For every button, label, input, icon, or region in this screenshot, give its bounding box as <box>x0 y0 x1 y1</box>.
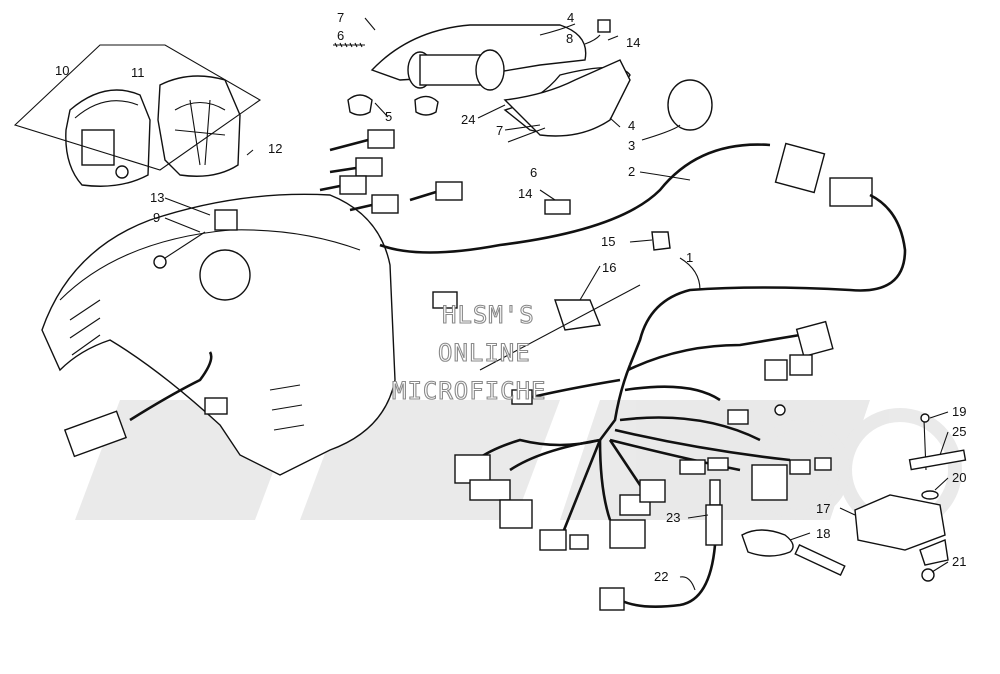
spring-6-lower <box>507 127 546 143</box>
callout-16: 16 <box>602 260 616 275</box>
watermark-line-3: MICROFICHE <box>392 377 547 405</box>
callout-9: 9 <box>153 210 160 225</box>
hardware-small <box>908 413 967 582</box>
harness-2 <box>379 142 907 366</box>
callout-12: 12 <box>268 141 282 156</box>
screw-9 <box>153 231 206 269</box>
front-fairing <box>41 193 396 476</box>
callout-14-top: 14 <box>626 35 640 50</box>
callout-4-top: 4 <box>567 10 574 25</box>
leader-lines <box>164 17 949 591</box>
callout-25: 25 <box>952 424 966 439</box>
cluster-cover <box>157 75 241 177</box>
fairing-connector <box>63 351 228 458</box>
callout-4-lower: 4 <box>628 118 635 133</box>
clip-13 <box>214 209 238 231</box>
callout-box-10 <box>13 44 262 171</box>
callout-6-top: 6 <box>337 28 344 43</box>
main-harness <box>432 291 834 551</box>
callout-14-lower: 14 <box>518 186 532 201</box>
callout-19: 19 <box>952 404 966 419</box>
callout-13: 13 <box>150 190 164 205</box>
callout-6-lower: 6 <box>530 165 537 180</box>
clip-15 <box>651 231 671 251</box>
callout-3: 3 <box>628 138 635 153</box>
watermark-text: HLSM'S ONLINE MICROFICHE <box>391 300 547 405</box>
callout-15: 15 <box>601 234 615 249</box>
key-18 <box>741 529 846 577</box>
spring-6-upper <box>333 42 365 48</box>
watermark-line-1: HLSM'S <box>442 301 535 329</box>
callout-5: 5 <box>385 109 392 124</box>
callout-21: 21 <box>952 554 966 569</box>
callout-24: 24 <box>461 112 475 127</box>
callout-7-top: 7 <box>337 10 344 25</box>
speedometer-cluster <box>65 89 151 187</box>
callout-17: 17 <box>816 501 830 516</box>
callout-22: 22 <box>654 569 668 584</box>
callout-8: 8 <box>566 31 573 46</box>
module-16 <box>554 299 601 331</box>
callout-20: 20 <box>952 470 966 485</box>
callout-11: 11 <box>131 65 145 80</box>
lamp-sockets <box>347 94 439 116</box>
callout-labels: 1 2 3 4 4 5 6 6 7 7 8 9 10 11 12 13 14 1… <box>55 10 966 584</box>
retaining-ring <box>667 79 713 131</box>
callout-10: 10 <box>55 63 69 78</box>
module-17 <box>854 494 946 551</box>
sensor-23 <box>599 479 723 611</box>
callout-23: 23 <box>666 510 680 525</box>
callout-18: 18 <box>816 526 830 541</box>
lamp-shell <box>503 59 631 137</box>
watermark-line-2: ONLINE <box>438 339 531 367</box>
headlight-connectors <box>319 129 463 214</box>
callout-7-lower: 7 <box>496 123 503 138</box>
clip-14 <box>544 19 611 215</box>
callout-1: 1 <box>686 250 693 265</box>
callout-2: 2 <box>628 164 635 179</box>
